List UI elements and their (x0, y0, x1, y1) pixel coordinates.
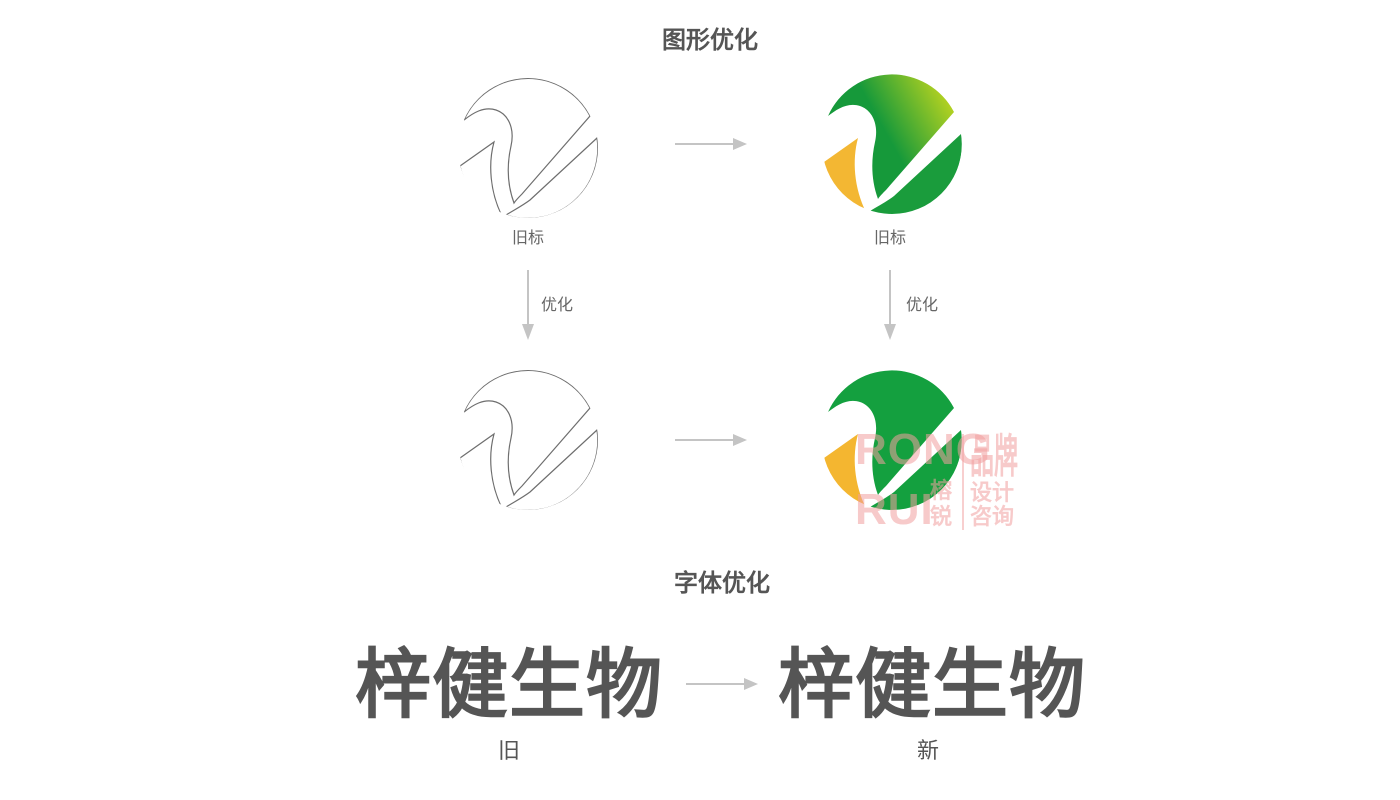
font-optimization-title: 字体优化 (674, 569, 770, 597)
right-arrow-icon (675, 434, 747, 446)
new-logo-outline (459, 370, 598, 510)
watermark-line-2: 设计 (970, 481, 1015, 506)
watermark-name-char-1: 榕 (930, 479, 953, 504)
old-wordmark: 梓健生物 (355, 640, 663, 729)
old-logo-outline-label: 旧标 (511, 228, 544, 247)
watermark-latin-bottom: RUI (855, 485, 934, 534)
down-arrow-icon (884, 270, 896, 340)
old-wordmark-label: 旧 (497, 739, 520, 764)
watermark-divider (962, 434, 964, 530)
right-arrow-icon (675, 138, 747, 150)
down-arrow-icon (522, 270, 534, 340)
right-optimize-label: 优化 (906, 295, 939, 314)
left-optimize-label: 优化 (541, 295, 574, 314)
old-logo-color-label: 旧标 (873, 228, 906, 247)
right-arrow-icon (686, 678, 758, 690)
new-wordmark-label: 新 (916, 739, 939, 764)
watermark-line-1: 品牌 (970, 430, 1018, 484)
new-wordmark: 梓健生物 (778, 640, 1086, 729)
watermark-line-3: 咨询 (970, 505, 1015, 530)
graphic-optimization-title: 图形优化 (662, 26, 758, 54)
old-logo-outline (459, 78, 598, 218)
old-logo-color (824, 74, 962, 214)
watermark-latin-top: RONG (855, 425, 991, 474)
watermark-name-char-2: 锐 (930, 505, 953, 530)
